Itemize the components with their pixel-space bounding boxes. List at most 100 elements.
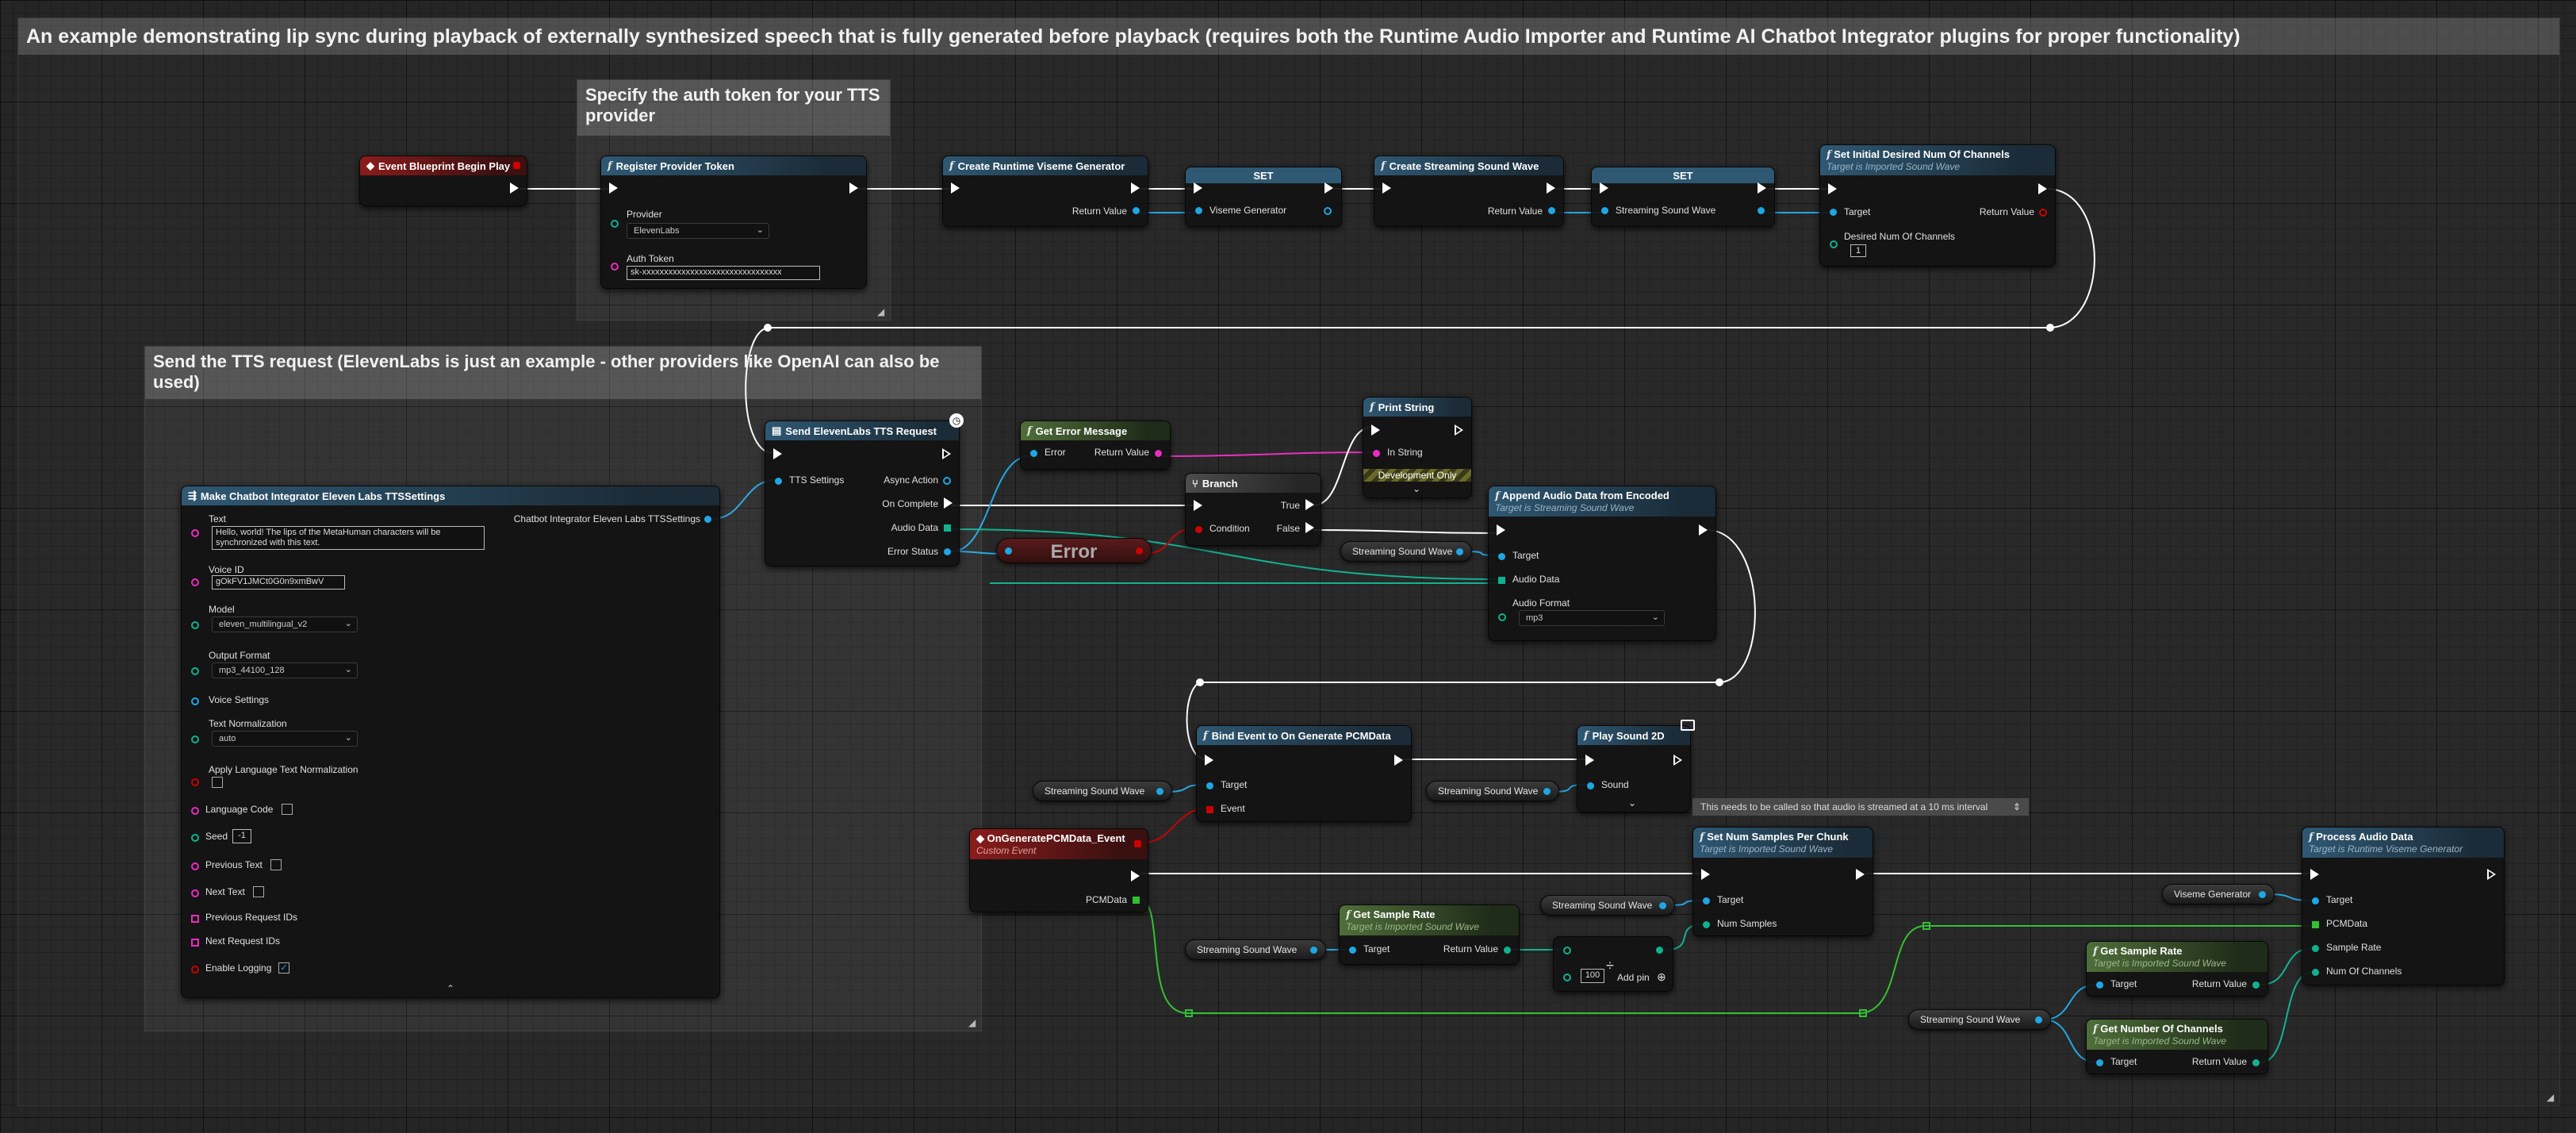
voice-id-input[interactable]: gOkFV1JMCt0G0n9xmBwV (212, 575, 345, 590)
value-pin[interactable] (1310, 947, 1317, 954)
exec-in-pin[interactable] (1194, 500, 1202, 511)
exec-out-pin[interactable] (510, 182, 519, 194)
streaming-sound-wave-var[interactable]: Streaming Sound Wave (1426, 781, 1559, 801)
error-status-pin[interactable] (944, 548, 951, 555)
exec-out-pin[interactable] (1394, 755, 1403, 766)
reroute-knot[interactable] (2046, 324, 2054, 332)
error-in-pin[interactable] (1005, 547, 1012, 555)
resize-handle-icon[interactable]: ◢ (968, 1017, 976, 1028)
event-delegate-pin[interactable] (1206, 806, 1213, 813)
value-pin[interactable] (1156, 788, 1163, 795)
return-value-pin[interactable] (1133, 207, 1140, 214)
auth-token-pin[interactable] (611, 263, 619, 271)
viseme-generator-out-pin[interactable] (1324, 207, 1332, 215)
desired-channels-pin[interactable] (1830, 240, 1838, 248)
value-pin[interactable] (1543, 788, 1551, 795)
enable-logging-checkbox[interactable]: ✓ (278, 962, 289, 974)
return-value-pin[interactable] (2039, 209, 2047, 217)
tts-settings-pin[interactable] (775, 478, 782, 485)
divisor-pin[interactable] (1563, 974, 1571, 981)
exec-in-pin[interactable] (1382, 182, 1391, 194)
exec-out-pin[interactable] (2038, 183, 2047, 194)
add-pin-label[interactable]: Add pin (1617, 972, 1650, 983)
num-samples-pin[interactable] (1703, 921, 1710, 928)
text-normalization-pin[interactable] (191, 735, 199, 743)
next-text-input[interactable] (253, 886, 264, 897)
reroute-knot[interactable] (1859, 1009, 1867, 1017)
pcm-data-pin[interactable] (2312, 921, 2319, 928)
send-tts-request-node[interactable]: ▤Send ElevenLabs TTS Request ◷ TTS Setti… (765, 413, 964, 566)
resize-handle-icon[interactable]: ◢ (877, 306, 885, 317)
streaming-sound-wave-var[interactable]: Streaming Sound Wave (1033, 781, 1172, 801)
desired-channels-input[interactable]: 1 (1850, 244, 1866, 257)
return-value-pin[interactable] (1155, 450, 1162, 457)
target-pin[interactable] (1349, 947, 1356, 954)
reroute-knot[interactable] (1196, 678, 1204, 686)
sound-pin[interactable] (1587, 782, 1594, 789)
seed-pin[interactable] (191, 834, 199, 842)
exec-in-pin[interactable] (1600, 182, 1608, 194)
output-format-dropdown[interactable]: mp3_44100_128⌄ (212, 663, 358, 678)
streaming-sound-wave-var[interactable]: Streaming Sound Wave (1340, 541, 1472, 562)
exec-in-pin[interactable] (1371, 424, 1380, 436)
exec-in-pin[interactable] (1828, 183, 1837, 194)
delegate-pin[interactable] (513, 162, 520, 169)
enable-logging-pin[interactable] (191, 966, 199, 974)
exec-in-pin[interactable] (1194, 182, 1202, 194)
dividend-pin[interactable] (1563, 947, 1571, 954)
branch-node[interactable]: ⑂Branch True Condition False (1185, 473, 1321, 546)
divisor-input[interactable]: 100 (1581, 969, 1604, 983)
previous-request-ids-pin[interactable] (191, 915, 199, 923)
viseme-generator-in-pin[interactable] (1195, 207, 1202, 214)
streaming-sound-wave-out-pin[interactable] (1758, 207, 1765, 214)
model-pin[interactable] (191, 621, 199, 629)
exec-out-pin[interactable] (942, 448, 951, 459)
exec-in-pin[interactable] (609, 182, 618, 194)
return-value-pin[interactable] (2252, 981, 2260, 989)
exec-out-pin[interactable] (1758, 182, 1766, 194)
audio-format-pin[interactable] (1498, 613, 1506, 621)
provider-pin[interactable] (611, 220, 619, 228)
streaming-sound-wave-var[interactable]: Streaming Sound Wave (1908, 1009, 2051, 1030)
return-value-pin[interactable] (1504, 947, 1511, 954)
return-value-pin[interactable] (2252, 1059, 2260, 1066)
streaming-sound-wave-var[interactable]: Streaming Sound Wave (1185, 939, 1326, 960)
output-format-pin[interactable] (191, 667, 199, 675)
result-pin[interactable] (1656, 947, 1663, 954)
audio-data-pin[interactable] (944, 524, 951, 532)
language-code-input[interactable] (282, 804, 293, 815)
expand-arrow-icon[interactable]: ⌄ (1628, 797, 1637, 808)
condition-pin[interactable] (1195, 526, 1202, 533)
language-code-pin[interactable] (191, 807, 199, 815)
target-pin[interactable] (1498, 553, 1505, 560)
false-exec-pin[interactable] (1305, 522, 1314, 533)
apply-normalization-pin[interactable] (191, 778, 199, 786)
resize-handle-icon[interactable]: ◢ (2547, 1092, 2555, 1103)
error-enum-node[interactable]: Error (996, 538, 1152, 563)
add-pin-icon[interactable]: ⊕ (1657, 970, 1666, 983)
exec-out-pin[interactable] (1673, 755, 1682, 766)
voice-settings-pin[interactable] (191, 697, 199, 705)
exec-out-pin[interactable] (1699, 524, 1708, 536)
text-input[interactable]: Hello, world! The lips of the MetaHuman … (212, 526, 485, 550)
exec-out-pin[interactable] (1324, 182, 1333, 194)
next-text-pin[interactable] (191, 889, 199, 897)
text-pin[interactable] (191, 529, 199, 537)
seed-input[interactable]: -1 (232, 829, 251, 843)
exec-out-pin[interactable] (1131, 870, 1140, 881)
apply-normalization-checkbox[interactable] (212, 777, 223, 788)
exec-in-pin[interactable] (1585, 755, 1594, 766)
exec-out-pin[interactable] (1547, 182, 1555, 194)
target-pin[interactable] (2096, 1059, 2103, 1066)
auth-token-input[interactable]: sk-xxxxxxxxxxxxxxxxxxxxxxxxxxxxxxxx (627, 266, 820, 280)
